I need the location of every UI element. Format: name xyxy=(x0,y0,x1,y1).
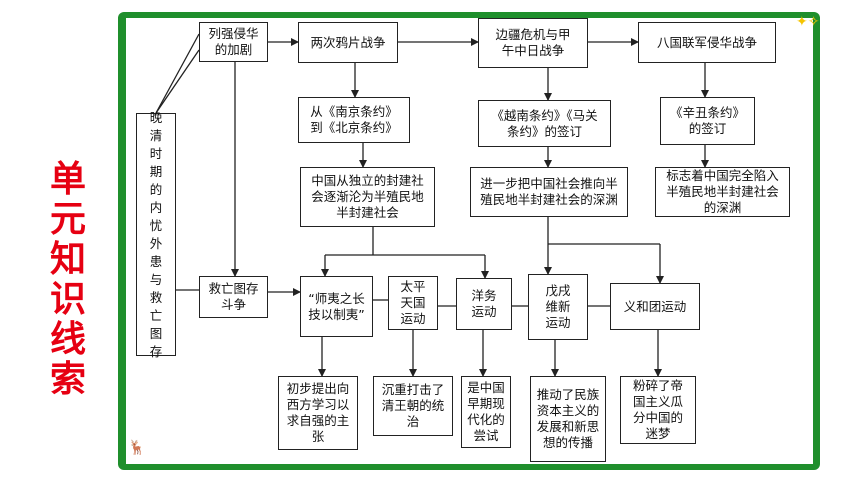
node-jiuwang-label: 救亡图存斗争 xyxy=(208,281,259,312)
node-jinyibu-label: 进一步把中国社会推向半殖民地半封建社会的深渊 xyxy=(480,176,618,207)
node-yapian-label: 两次鸦片战争 xyxy=(310,34,386,50)
node-zhongguo-label: 中国从独立的封建社会逐渐沦为半殖民地半封建社会 xyxy=(311,173,424,220)
node-shiyi-label: “师夷之长技以制夷” xyxy=(308,290,365,322)
node-wuxu: 戊戌维新运动 xyxy=(528,274,588,340)
node-liqiang: 列强侵华的加剧 xyxy=(199,22,268,62)
node-taiping: 太平天国运动 xyxy=(388,276,438,330)
side-title: 单元知识线索 xyxy=(49,159,86,400)
node-biaozhi: 标志着中国完全陷入半殖民地半封建社会的深渊 xyxy=(655,167,790,217)
node-biaozhi-label: 标志着中国完全陷入半殖民地半封建社会的深渊 xyxy=(666,168,779,215)
node-yihetuan-label: 义和团运动 xyxy=(623,298,687,314)
node-nanjing-label: 从《南京条约》到《北京条约》 xyxy=(310,104,398,135)
node-yuenan: 《越南条约》《马关条约》的签订 xyxy=(478,100,611,147)
node-yangwu-label: 洋务运动 xyxy=(471,288,497,319)
node-chubu: 初步提出向西方学习以求自强的主张 xyxy=(278,376,358,450)
node-fensui: 粉碎了帝国主义瓜分中国的迷梦 xyxy=(620,376,696,444)
node-fensui-label: 粉碎了帝国主义瓜分中国的迷梦 xyxy=(632,378,683,441)
node-bianjiang: 边疆危机与甲午中日战争 xyxy=(478,18,588,68)
sparkle-icon: ✦✧ xyxy=(796,14,820,30)
node-jinyibu: 进一步把中国社会推向半殖民地半封建社会的深渊 xyxy=(470,167,628,217)
node-root: 晚清时期的内忧外患与救亡图存 xyxy=(136,110,176,359)
node-bianjiang-label: 边疆危机与甲午中日战争 xyxy=(495,27,571,58)
reindeer-icon: 🦌 xyxy=(128,440,146,456)
node-jiuwang: 救亡图存斗争 xyxy=(199,276,268,318)
node-yapian: 两次鸦片战争 xyxy=(298,22,398,63)
node-zaoqi-label: 是中国早期现代化的尝试 xyxy=(467,380,505,443)
node-tuidong-label: 推动了民族资本主义的发展和新思想的传播 xyxy=(536,387,600,450)
node-baguo-label: 八国联军侵华战争 xyxy=(656,34,757,50)
node-yuenan-label: 《越南条约》《马关条约》的签订 xyxy=(491,107,598,139)
node-wuxu-label: 戊戌维新运动 xyxy=(545,283,571,330)
node-zhongguo: 中国从独立的封建社会逐渐沦为半殖民地半封建社会 xyxy=(300,167,435,227)
node-chenzhong-label: 沉重打击了清王朝的统治 xyxy=(381,382,445,429)
node-chubu-label: 初步提出向西方学习以求自强的主张 xyxy=(286,381,350,444)
node-yangwu: 洋务运动 xyxy=(456,278,512,330)
node-xinchou-label: 《辛丑条约》的签订 xyxy=(669,105,745,136)
node-root-label: 晚清时期的内忧外患与救亡图存 xyxy=(149,109,163,359)
node-baguo: 八国联军侵华战争 xyxy=(638,22,776,63)
node-yihetuan: 义和团运动 xyxy=(610,283,700,330)
node-liqiang-label: 列强侵华的加剧 xyxy=(208,26,259,57)
node-shiyi: “师夷之长技以制夷” xyxy=(300,276,373,337)
node-zaoqi: 是中国早期现代化的尝试 xyxy=(461,376,511,448)
node-tuidong: 推动了民族资本主义的发展和新思想的传播 xyxy=(530,376,606,462)
node-chenzhong: 沉重打击了清王朝的统治 xyxy=(373,376,453,436)
node-xinchou: 《辛丑条约》的签订 xyxy=(660,97,755,145)
node-taiping-label: 太平天国运动 xyxy=(400,279,426,326)
node-nanjing: 从《南京条约》到《北京条约》 xyxy=(298,97,410,143)
